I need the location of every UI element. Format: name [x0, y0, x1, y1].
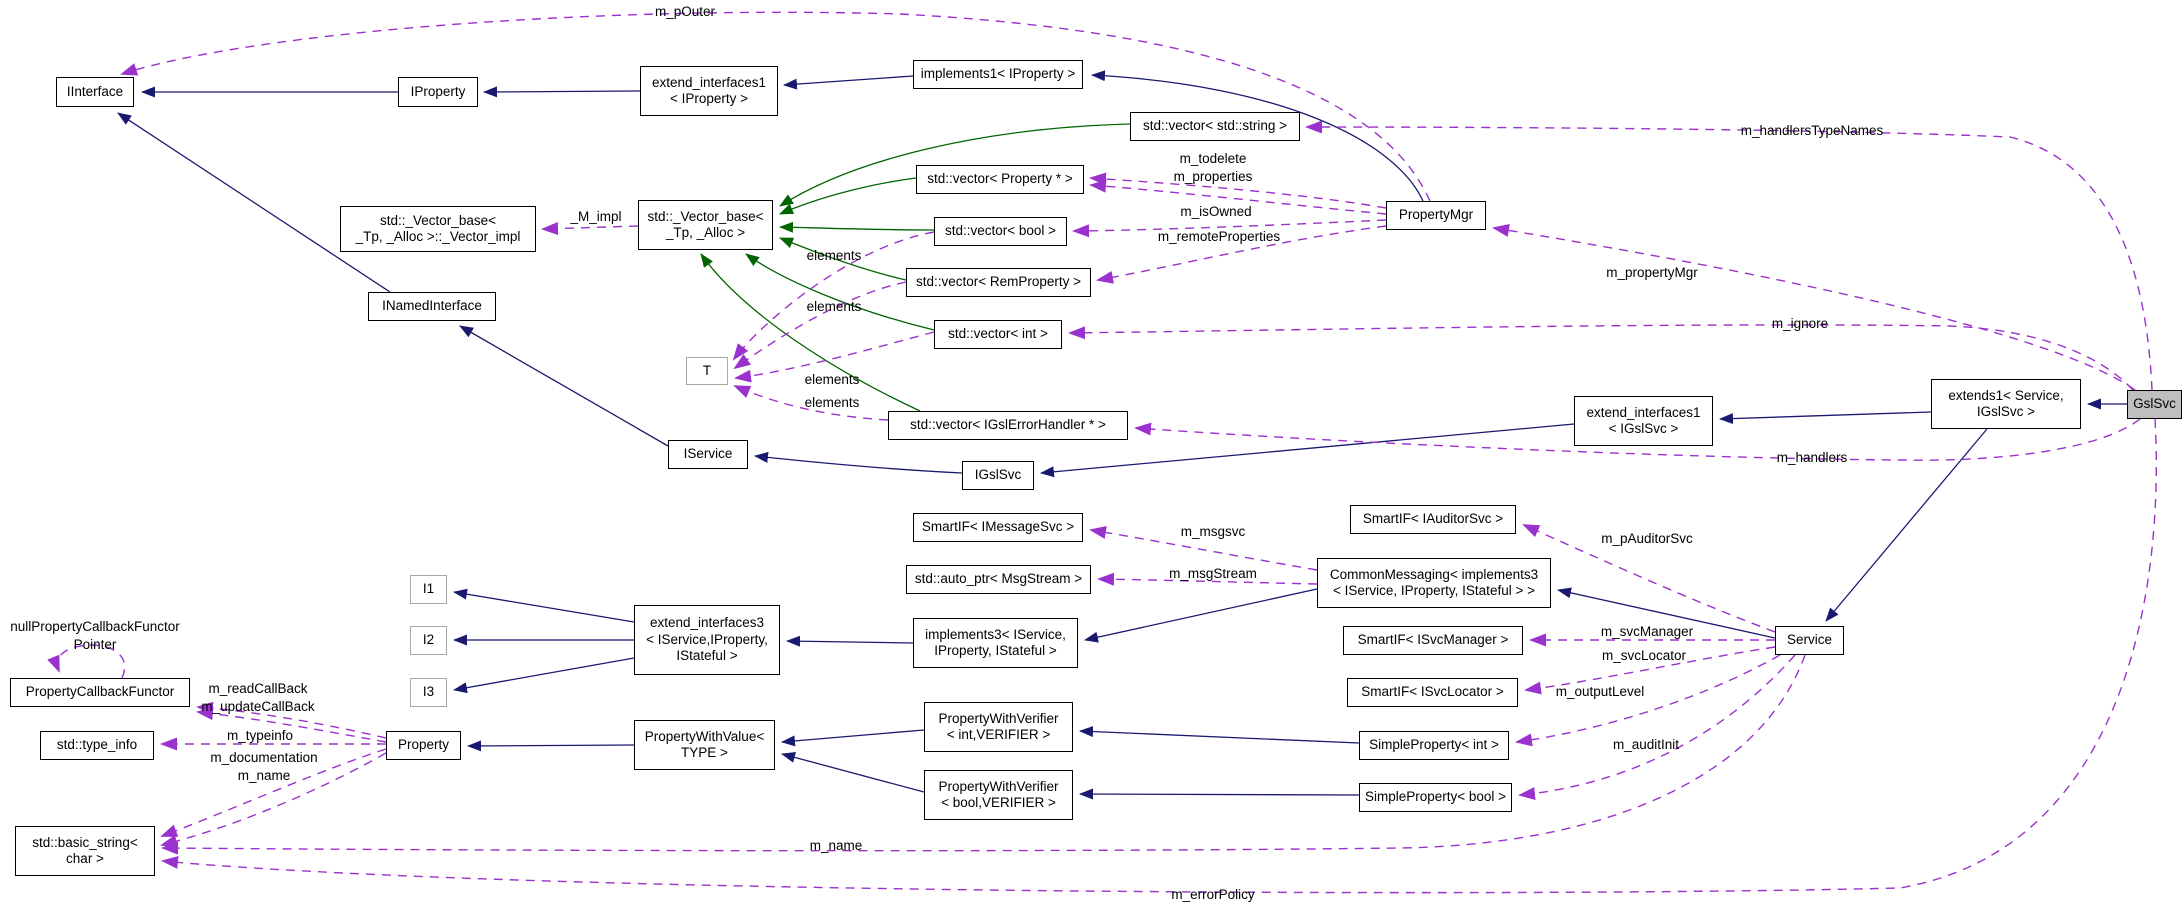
edge-label-m-svcmanager: m_svcManager	[1600, 624, 1694, 639]
edge-label-m-todelete: m_todelete	[1179, 151, 1247, 166]
edge-label-elements-4: elements	[804, 395, 860, 410]
node-gslsvc[interactable]: GslSvc	[2127, 390, 2182, 419]
edge-label-elements-3: elements	[804, 372, 860, 387]
node-extend-interfaces1-igslsvc[interactable]: extend_interfaces1 < IGslSvc >	[1574, 396, 1713, 446]
node-commonmessaging[interactable]: CommonMessaging< implements3 < IService,…	[1317, 558, 1551, 608]
node-implements1-iproperty[interactable]: implements1< IProperty >	[913, 60, 1083, 89]
node-vector-remproperty[interactable]: std::vector< RemProperty >	[906, 268, 1091, 297]
edge-label-elements-2: elements	[806, 299, 862, 314]
node-vector-property-ptr[interactable]: std::vector< Property * >	[916, 165, 1084, 194]
edge-label-m-ignore: m_ignore	[1771, 316, 1829, 331]
edge-label-m-readcallback: m_readCallBack	[208, 681, 308, 696]
edge-label-m-msgsvc: m_msgsvc	[1180, 524, 1246, 539]
node-auto-ptr-msgstream[interactable]: std::auto_ptr< MsgStream >	[906, 565, 1091, 594]
node-vector-bool[interactable]: std::vector< bool >	[934, 217, 1067, 246]
node-iservice[interactable]: IService	[668, 440, 748, 469]
node-template-param-i1[interactable]: I1	[410, 575, 447, 604]
node-simpleproperty-bool[interactable]: SimpleProperty< bool >	[1359, 783, 1512, 812]
edge-label-m-typeinfo: m_typeinfo	[226, 728, 294, 743]
node-vector-base-impl[interactable]: std::_Vector_base< _Tp, _Alloc >::_Vecto…	[340, 206, 536, 252]
node-extend-interfaces1-iproperty[interactable]: extend_interfaces1 < IProperty >	[640, 66, 778, 116]
node-vector-igslerrorhandler[interactable]: std::vector< IGslErrorHandler * >	[888, 411, 1128, 440]
node-smartif-isvclocator[interactable]: SmartIF< ISvcLocator >	[1347, 678, 1518, 707]
edge-label-m-propertymgr: m_propertyMgr	[1606, 265, 1698, 280]
node-type-info[interactable]: std::type_info	[40, 731, 154, 760]
edge-label-m-handlerstypenames: m_handlersTypeNames	[1740, 123, 1884, 138]
node-inamedinterface[interactable]: INamedInterface	[368, 292, 496, 321]
node-vector-string[interactable]: std::vector< std::string >	[1130, 112, 1300, 141]
node-propertycallbackfunctor[interactable]: PropertyCallbackFunctor	[10, 678, 190, 707]
node-smartif-imessagesvc[interactable]: SmartIF< IMessageSvc >	[913, 513, 1083, 542]
node-igslsvc[interactable]: IGslSvc	[962, 461, 1034, 490]
node-propertywithverifier-int[interactable]: PropertyWithVerifier < int,VERIFIER >	[924, 702, 1073, 752]
node-basic-string-char[interactable]: std::basic_string< char >	[15, 826, 155, 876]
edge-label-m-handlers: m_handlers	[1776, 450, 1848, 465]
node-propertymgr[interactable]: PropertyMgr	[1386, 201, 1486, 230]
node-template-param-i3[interactable]: I3	[410, 678, 447, 707]
edge-label-m-pauditorsvc: m_pAuditorSvc	[1601, 531, 1693, 546]
edge-label-m-impl: _M_impl	[570, 209, 622, 224]
edge-label-m-auditinit: m_auditInit	[1612, 737, 1680, 752]
node-property[interactable]: Property	[386, 731, 461, 760]
node-implements3[interactable]: implements3< IService, IProperty, IState…	[913, 618, 1078, 668]
edge-label-m-svclocator: m_svcLocator	[1601, 648, 1687, 663]
edge-label-m-name-service: m_name	[809, 838, 863, 853]
node-iproperty[interactable]: IProperty	[398, 77, 478, 107]
edge-label-m-name-property: m_name	[237, 768, 291, 783]
edge-label-elements-1: elements	[806, 248, 862, 263]
edge-label-m-properties: m_properties	[1173, 169, 1253, 184]
node-service[interactable]: Service	[1775, 626, 1844, 655]
edge-label-m-pouter: m_pOuter	[654, 4, 716, 19]
node-template-param-i2[interactable]: I2	[410, 626, 447, 655]
edge-label-nullpropertycallbackfunctor-pointer: nullPropertyCallbackFunctor Pointer	[10, 619, 180, 652]
node-extends1-service-igslsvc[interactable]: extends1< Service, IGslSvc >	[1931, 379, 2081, 429]
node-template-param-t[interactable]: T	[686, 357, 728, 385]
node-vector-base[interactable]: std::_Vector_base< _Tp, _Alloc >	[638, 200, 773, 250]
edge-label-m-outputlevel: m_outputLevel	[1555, 684, 1645, 699]
node-iinterface[interactable]: IInterface	[56, 77, 134, 107]
node-propertywithvalue[interactable]: PropertyWithValue< TYPE >	[634, 720, 775, 770]
node-extend-interfaces3[interactable]: extend_interfaces3 < IService,IProperty,…	[634, 605, 780, 675]
node-vector-int[interactable]: std::vector< int >	[934, 320, 1062, 349]
edge-label-m-documentation: m_documentation	[210, 750, 318, 765]
edge-label-m-errorpolicy: m_errorPolicy	[1171, 887, 1255, 902]
node-propertywithverifier-bool[interactable]: PropertyWithVerifier < bool,VERIFIER >	[924, 770, 1073, 820]
node-simpleproperty-int[interactable]: SimpleProperty< int >	[1359, 731, 1509, 760]
edge-label-m-remoteproperties: m_remoteProperties	[1157, 229, 1281, 244]
node-smartif-iauditorsvc[interactable]: SmartIF< IAuditorSvc >	[1350, 505, 1516, 534]
edge-label-m-updatecallback: m_updateCallBack	[201, 699, 315, 714]
node-smartif-isvcmanager[interactable]: SmartIF< ISvcManager >	[1343, 626, 1523, 655]
edge-label-m-msgstream: m_msgStream	[1169, 566, 1257, 581]
edge-label-m-isowned: m_isOwned	[1180, 204, 1252, 219]
